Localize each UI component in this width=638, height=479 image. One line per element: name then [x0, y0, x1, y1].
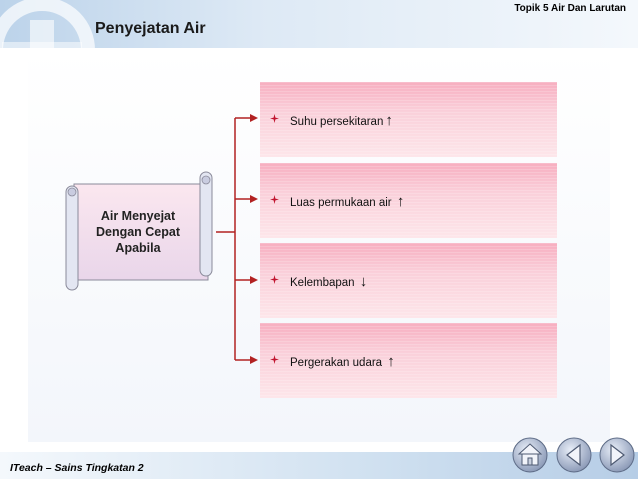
bullet-icon — [270, 195, 279, 204]
scroll-line-2: Dengan Cepat — [95, 225, 181, 239]
bullet-icon — [270, 275, 279, 284]
header-band — [0, 0, 638, 48]
footer-text: ITeach – Sains Tingkatan 2 — [10, 462, 144, 474]
scroll-text: Air Menyejat Dengan Cepat Apabila — [82, 208, 194, 256]
factor-label: Luas permukaan air — [290, 197, 392, 209]
page-title: Penyejatan Air — [95, 20, 206, 37]
scroll-line-3: Apabila — [115, 241, 161, 255]
bullet-icon — [270, 355, 279, 364]
up-arrow-icon: ↑ — [387, 353, 395, 370]
home-icon — [517, 443, 543, 466]
forward-arrow-icon — [610, 443, 625, 467]
bullet-icon — [270, 114, 279, 123]
factor-label: Suhu persekitaran — [290, 116, 384, 128]
factor-box-2: Luas permukaan air ↑ — [260, 163, 557, 238]
factor-box-3: Kelembapan ↓ — [260, 243, 557, 318]
scroll-icon — [65, 171, 213, 291]
topic-label: Topik 5 Air Dan Larutan — [514, 3, 626, 14]
down-arrow-icon: ↓ — [359, 273, 368, 290]
factor-box-4: Pergerakan udara ↑ — [260, 323, 557, 398]
back-arrow-icon — [566, 443, 581, 467]
factor-label: Pergerakan udara — [290, 357, 383, 369]
home-button[interactable] — [512, 437, 548, 473]
up-arrow-icon: ↑ — [396, 193, 405, 210]
up-arrow-icon: ↑ — [385, 112, 393, 129]
factor-label: Kelembapan — [290, 277, 355, 289]
back-button[interactable] — [556, 437, 592, 473]
factor-box-1: Suhu persekitaran↑ — [260, 82, 557, 157]
forward-button[interactable] — [599, 437, 635, 473]
scroll-line-1: Air Menyejat — [100, 209, 176, 223]
